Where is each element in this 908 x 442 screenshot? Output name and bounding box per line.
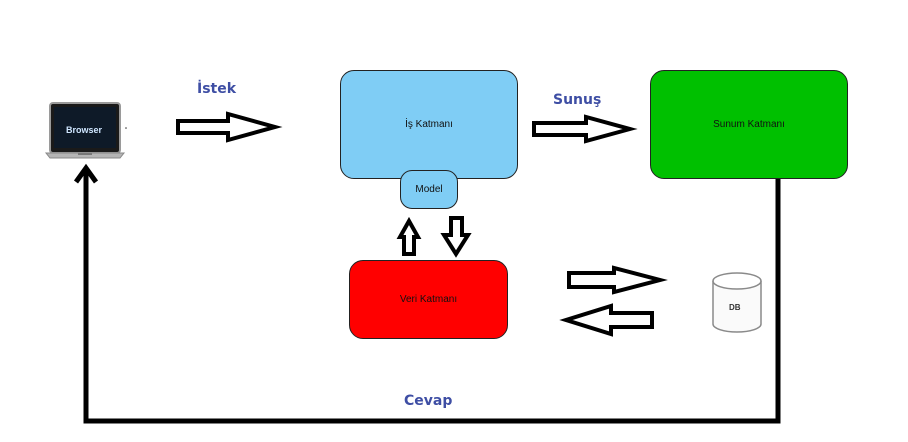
veri-to-db-arrow [567,265,668,295]
sunum-katmani-label: Sunum Katmanı [713,119,785,130]
down-arrow [440,216,472,258]
browser-label: Browser [66,125,103,135]
laptop-icon [44,102,126,159]
cevap-return-line [83,172,781,424]
sunum-katmani-box: Sunum Katmanı [650,70,848,179]
model-label: Model [415,184,443,195]
up-arrow [396,216,422,256]
cevap-label: Cevap [404,393,453,409]
sunus-arrow [532,114,638,144]
model-box: Model [400,170,458,209]
istek-arrow [176,111,283,143]
db-label: DB [729,303,741,312]
veri-katmani-box: Veri Katmanı [349,260,508,339]
istek-label: İstek [197,81,237,97]
cevap-arrowhead [73,163,99,184]
is-katmani-box: İş Katmanı [340,70,518,179]
sunus-label: Sunuş [553,92,602,108]
db-to-veri-arrow [559,303,654,337]
veri-katmani-label: Veri Katmanı [399,294,458,305]
is-katmani-label: İş Katmanı [405,119,453,130]
laptop-dot [125,127,127,129]
db-cylinder-icon [712,272,762,333]
